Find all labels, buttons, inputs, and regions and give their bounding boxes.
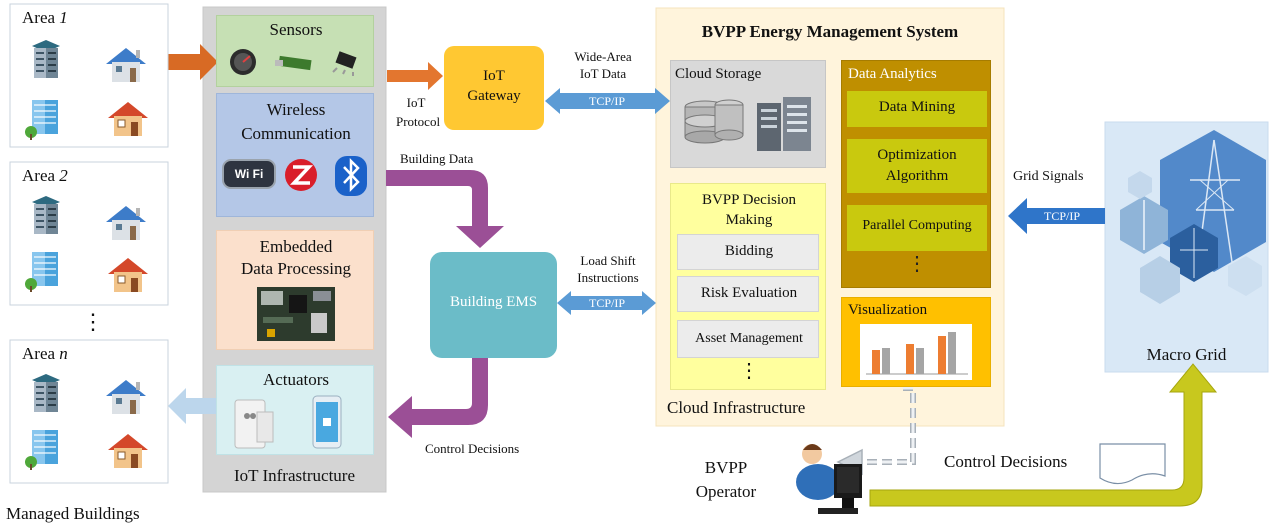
tcpip-arrow-gateway-cloud (545, 88, 670, 114)
actuators-label: Actuators (262, 370, 330, 389)
embedded-label-line1: Embedded (259, 237, 333, 256)
cloud-storage-box: Cloud Storage (670, 60, 826, 168)
embedded-label-line2: Data Processing (240, 259, 351, 278)
risk-evaluation-item: Risk Evaluation (677, 276, 819, 312)
parallel-computing-item: Parallel Computing (847, 205, 987, 251)
data-analytics-label: Data Analytics (848, 66, 937, 82)
sensors-label: Sensors (269, 20, 323, 39)
tcpip-label-ems: TCP/IP (588, 296, 625, 310)
board-sensor-icon (275, 55, 312, 71)
visualization-label: Visualization (848, 302, 928, 318)
parallel-computing-label: Parallel Computing (862, 218, 972, 233)
bidding-item: Bidding (677, 234, 819, 270)
tcpip-arrow-ems-cloud (557, 291, 656, 315)
cloud-infrastructure-caption: Cloud Infrastructure (667, 398, 806, 417)
tcpip-label-grid: TCP/IP (1043, 209, 1080, 223)
control-decisions-bottom-label: Control Decisions (944, 452, 1068, 471)
document-icon (1099, 443, 1166, 485)
chip-sensor-icon (332, 51, 357, 76)
area-2-label: Area 2 (22, 166, 68, 185)
purple-arrow-building-data (386, 170, 504, 248)
macro-grid-label: Macro Grid (1146, 345, 1227, 364)
purple-arrow-control-decisions (388, 358, 488, 438)
iot-gateway-box: IoT Gateway (444, 46, 544, 130)
smartphone-icon (312, 395, 342, 449)
iot-gateway-line2: Gateway (467, 88, 521, 104)
gauge-sensor-icon (230, 49, 256, 75)
analytics-ellipsis: ⋮ (907, 253, 927, 275)
circuit-board-icon (257, 287, 335, 341)
grid-signals-label: Grid Signals (1013, 169, 1084, 184)
area-1-label: Area 1 (22, 8, 68, 27)
wifi-icon (222, 159, 276, 189)
wireless-label-line1: Wireless (266, 100, 326, 119)
data-mining-item: Data Mining (847, 91, 987, 127)
managed-buildings-caption: Managed Buildings (6, 504, 140, 523)
tcpip-label-gateway: TCP/IP (588, 94, 625, 108)
database-icon (684, 99, 744, 144)
orange-arrow-to-gateway (387, 62, 443, 90)
visualization-box: Visualization (841, 297, 991, 387)
iot-gateway-line1: IoT (483, 68, 505, 84)
data-mining-label: Data Mining (878, 99, 956, 115)
asset-management-label: Asset Management (695, 331, 803, 346)
embedded-data-processing-box: Embedded Data Processing (216, 230, 374, 350)
blue-arrow-actuators-to-buildings (168, 388, 218, 424)
olive-arrow-operator-to-grid (869, 363, 1218, 507)
building-data-label: Building Data (400, 151, 474, 166)
smart-plug-icon (234, 399, 274, 449)
wireless-icons (222, 156, 367, 196)
bar-chart-icon (860, 324, 972, 380)
areas-ellipsis: ⋮ (82, 309, 104, 334)
risk-evaluation-label: Risk Evaluation (700, 285, 798, 301)
bidding-label: Bidding (724, 243, 774, 259)
building-ems-label: Building EMS (449, 294, 538, 310)
power-grid-hexagon-icon (1120, 130, 1266, 304)
operator-person-icon (796, 444, 862, 514)
actuator-icons (234, 395, 342, 449)
decision-ellipsis: ⋮ (739, 360, 759, 382)
tcpip-arrow-grid-to-cloud (1008, 198, 1105, 234)
sensors-icons (230, 49, 357, 76)
sensors-box: Sensors (216, 15, 374, 87)
server-rack-icon (757, 97, 811, 151)
wireless-label-line2: Communication (241, 124, 351, 143)
storage-icons (684, 97, 811, 151)
asset-management-item: Asset Management (677, 320, 819, 358)
bvpp-ems-title: BVPP Energy Management System (701, 22, 959, 41)
cloud-storage-label: Cloud Storage (675, 66, 762, 82)
building-ems-box: Building EMS (430, 252, 557, 358)
wireless-communication-box: Wireless Communication Wi Fi (216, 93, 374, 217)
orange-arrow-buildings-to-sensors (168, 44, 218, 80)
area-n-label: Area n (22, 344, 68, 363)
wifi-icon-text: Wi Fi (234, 167, 264, 181)
control-decisions-left-label: Control Decisions (425, 441, 520, 456)
iot-infrastructure-caption: IoT Infrastructure (234, 466, 355, 485)
actuators-box: Actuators (216, 365, 374, 455)
